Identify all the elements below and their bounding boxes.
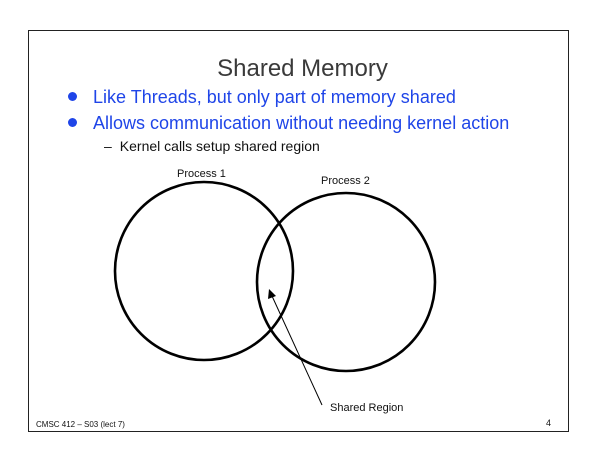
page-number: 4 xyxy=(546,418,552,428)
process1-circle xyxy=(113,180,295,362)
sub-bullet: –Kernel calls setup shared region xyxy=(104,138,320,154)
process2-circle xyxy=(255,191,437,373)
process2-label: Process 2 xyxy=(321,175,370,187)
slide-frame xyxy=(28,30,569,432)
dash-icon: – xyxy=(104,138,112,154)
slide-title: Shared Memory xyxy=(217,55,388,82)
shared-region-pointer xyxy=(271,295,323,406)
footer-course: CMSC 412 – S03 (lect 7) xyxy=(36,420,125,429)
shared-region-label: Shared Region xyxy=(330,402,404,414)
bullet-item: Allows communication without needing ker… xyxy=(68,113,509,134)
bullet-text: Like Threads, but only part of memory sh… xyxy=(93,87,456,107)
process1-label: Process 1 xyxy=(177,168,226,180)
bullet-dot-icon xyxy=(68,91,77,101)
arrowhead-icon xyxy=(268,289,276,299)
bullet-item: Like Threads, but only part of memory sh… xyxy=(68,87,456,108)
bullet-text: Allows communication without needing ker… xyxy=(93,113,510,133)
bullet-dot-icon xyxy=(68,117,77,127)
sub-bullet-text: Kernel calls setup shared region xyxy=(119,138,320,154)
